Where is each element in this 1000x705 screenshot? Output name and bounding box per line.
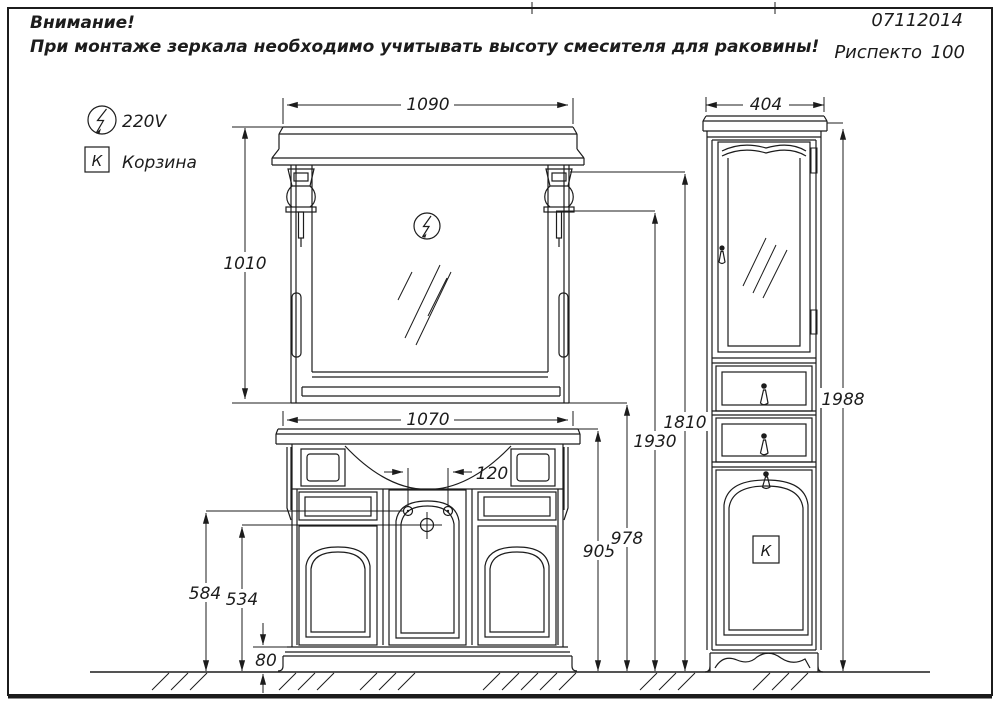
dim-height-1930: 1930 bbox=[633, 432, 676, 452]
door-middle bbox=[388, 489, 467, 646]
dimension-labels: 1090 1010 1070 120 584 534 80 905 978 19… bbox=[185, 95, 867, 671]
dim-height-1810: 1810 bbox=[663, 413, 706, 433]
dim-height-534: 534 bbox=[226, 590, 258, 610]
tall-lower-door: К bbox=[715, 469, 813, 646]
pillar-corbel-right bbox=[558, 292, 569, 358]
drawer-left bbox=[298, 491, 378, 521]
door-right bbox=[477, 525, 557, 646]
tall-cabinet-front-view: К bbox=[702, 115, 828, 673]
warning-line-2: При монтаже зеркала необходимо учитывать… bbox=[30, 37, 819, 57]
floor-line bbox=[90, 671, 930, 691]
sink-bowl-outline bbox=[344, 445, 512, 490]
tall-drawer-1 bbox=[715, 365, 813, 412]
power-circle-icon bbox=[87, 105, 117, 135]
lightning-icon bbox=[95, 108, 107, 133]
model-size: 100 bbox=[931, 42, 965, 63]
dim-plinth-gap: 80 bbox=[255, 651, 277, 671]
keyhole-upper-door bbox=[718, 245, 726, 265]
pillar-corbel-left bbox=[291, 292, 302, 358]
hinge-top bbox=[810, 147, 818, 174]
sconce-lamp-right bbox=[543, 168, 575, 247]
warning-line-1: Внимание! bbox=[30, 13, 135, 33]
dim-cabinet-width: 1070 bbox=[406, 410, 449, 430]
basket-box-icon bbox=[84, 146, 110, 173]
door-left bbox=[298, 525, 378, 646]
basket-symbol: К bbox=[92, 152, 104, 170]
basket-marker-symbol: К bbox=[761, 542, 773, 560]
model-name: Риспекто bbox=[834, 42, 922, 63]
glass-reflection-lines bbox=[742, 237, 788, 299]
dim-faucet-span: 120 bbox=[476, 464, 508, 484]
dim-height-978: 978 bbox=[611, 529, 644, 549]
dim-tall-width: 404 bbox=[750, 95, 782, 115]
vanity-front-view bbox=[275, 428, 581, 672]
keyhole-lower-door bbox=[761, 471, 771, 490]
dim-tall-height: 1988 bbox=[821, 390, 864, 410]
basket-label: Корзина bbox=[122, 153, 197, 173]
mirror-front-view bbox=[271, 126, 585, 404]
power-label: 220V bbox=[122, 112, 167, 132]
drawer-right bbox=[477, 491, 557, 521]
drawing-border bbox=[7, 2, 993, 699]
vanity-plinth bbox=[277, 646, 578, 672]
tall-upper-door bbox=[717, 141, 818, 353]
dim-mirror-height: 1010 bbox=[223, 254, 266, 274]
power-outlet-marker bbox=[413, 212, 441, 240]
tall-drawer-2 bbox=[715, 417, 813, 463]
ground-hatching bbox=[151, 672, 809, 691]
legend-basket: К Корзина bbox=[84, 146, 197, 173]
mirror-reflection-lines bbox=[397, 264, 452, 346]
hinge-bottom bbox=[810, 309, 818, 335]
model-label: Риспекто 100 bbox=[834, 42, 965, 63]
legend-power: 220V bbox=[87, 105, 167, 135]
basket-marker-box bbox=[752, 535, 780, 564]
warning-note: Внимание! При монтаже зеркала необходимо… bbox=[30, 13, 819, 57]
doc-number: 07112014 bbox=[871, 10, 963, 31]
dim-mirror-width: 1090 bbox=[406, 95, 449, 115]
faucet-mount-points bbox=[402, 468, 454, 517]
dim-height-905: 905 bbox=[583, 542, 615, 562]
counter-corbels bbox=[286, 447, 569, 521]
dim-height-584: 584 bbox=[189, 584, 221, 604]
sconce-lamp-left bbox=[285, 168, 317, 247]
tall-plinth bbox=[704, 649, 824, 673]
